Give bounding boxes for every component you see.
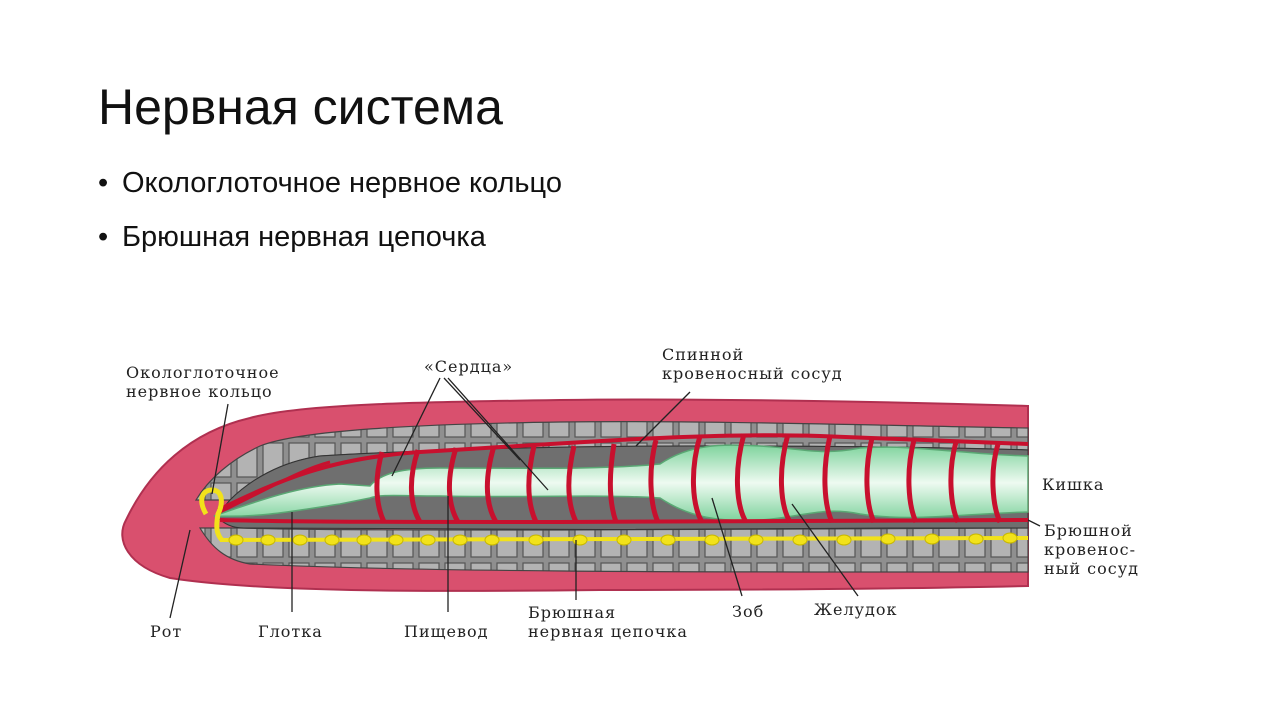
bullet-item: Окологлоточное нервное кольцо <box>98 156 562 210</box>
label-mouth: Рот <box>150 622 183 641</box>
label-nerve-chain: Брюшная нервная цепочка <box>528 603 688 641</box>
label-ventral-vessel: Брюшной кровенос- ный сосуд <box>1044 521 1139 578</box>
earthworm-anatomy-illustration <box>121 377 1041 619</box>
bullet-item: Брюшная нервная цепочка <box>98 210 562 264</box>
label-intestine: Кишка <box>1042 475 1105 494</box>
nerve-ring <box>199 487 224 542</box>
ventral-blood-vessel <box>219 518 1029 524</box>
dorsal-blood-vessel <box>217 433 1029 512</box>
label-crop: Зоб <box>732 602 765 621</box>
ventral-muscle-band <box>198 527 1029 573</box>
label-gizzard: Желудок <box>814 600 898 619</box>
bullet-list: Окологлоточное нервное кольцо Брюшная не… <box>98 156 562 264</box>
label-esophagus: Пищевод <box>404 622 489 641</box>
ring-vessels <box>374 433 1003 524</box>
leader-lines <box>169 377 1041 619</box>
nerve-ganglia <box>228 532 1018 546</box>
earthworm-diagram: Окологлоточное нервное кольцо «Сердца» С… <box>0 330 1280 660</box>
label-hearts: «Сердца» <box>424 357 514 376</box>
label-nerve-ring: Окологлоточное нервное кольцо <box>126 363 280 401</box>
pharynx-vessel <box>219 460 331 514</box>
label-dorsal-vessel: Спинной кровеносный сосуд <box>662 345 843 383</box>
label-pharynx: Глотка <box>258 622 323 641</box>
slide-title: Нервная система <box>98 79 503 135</box>
